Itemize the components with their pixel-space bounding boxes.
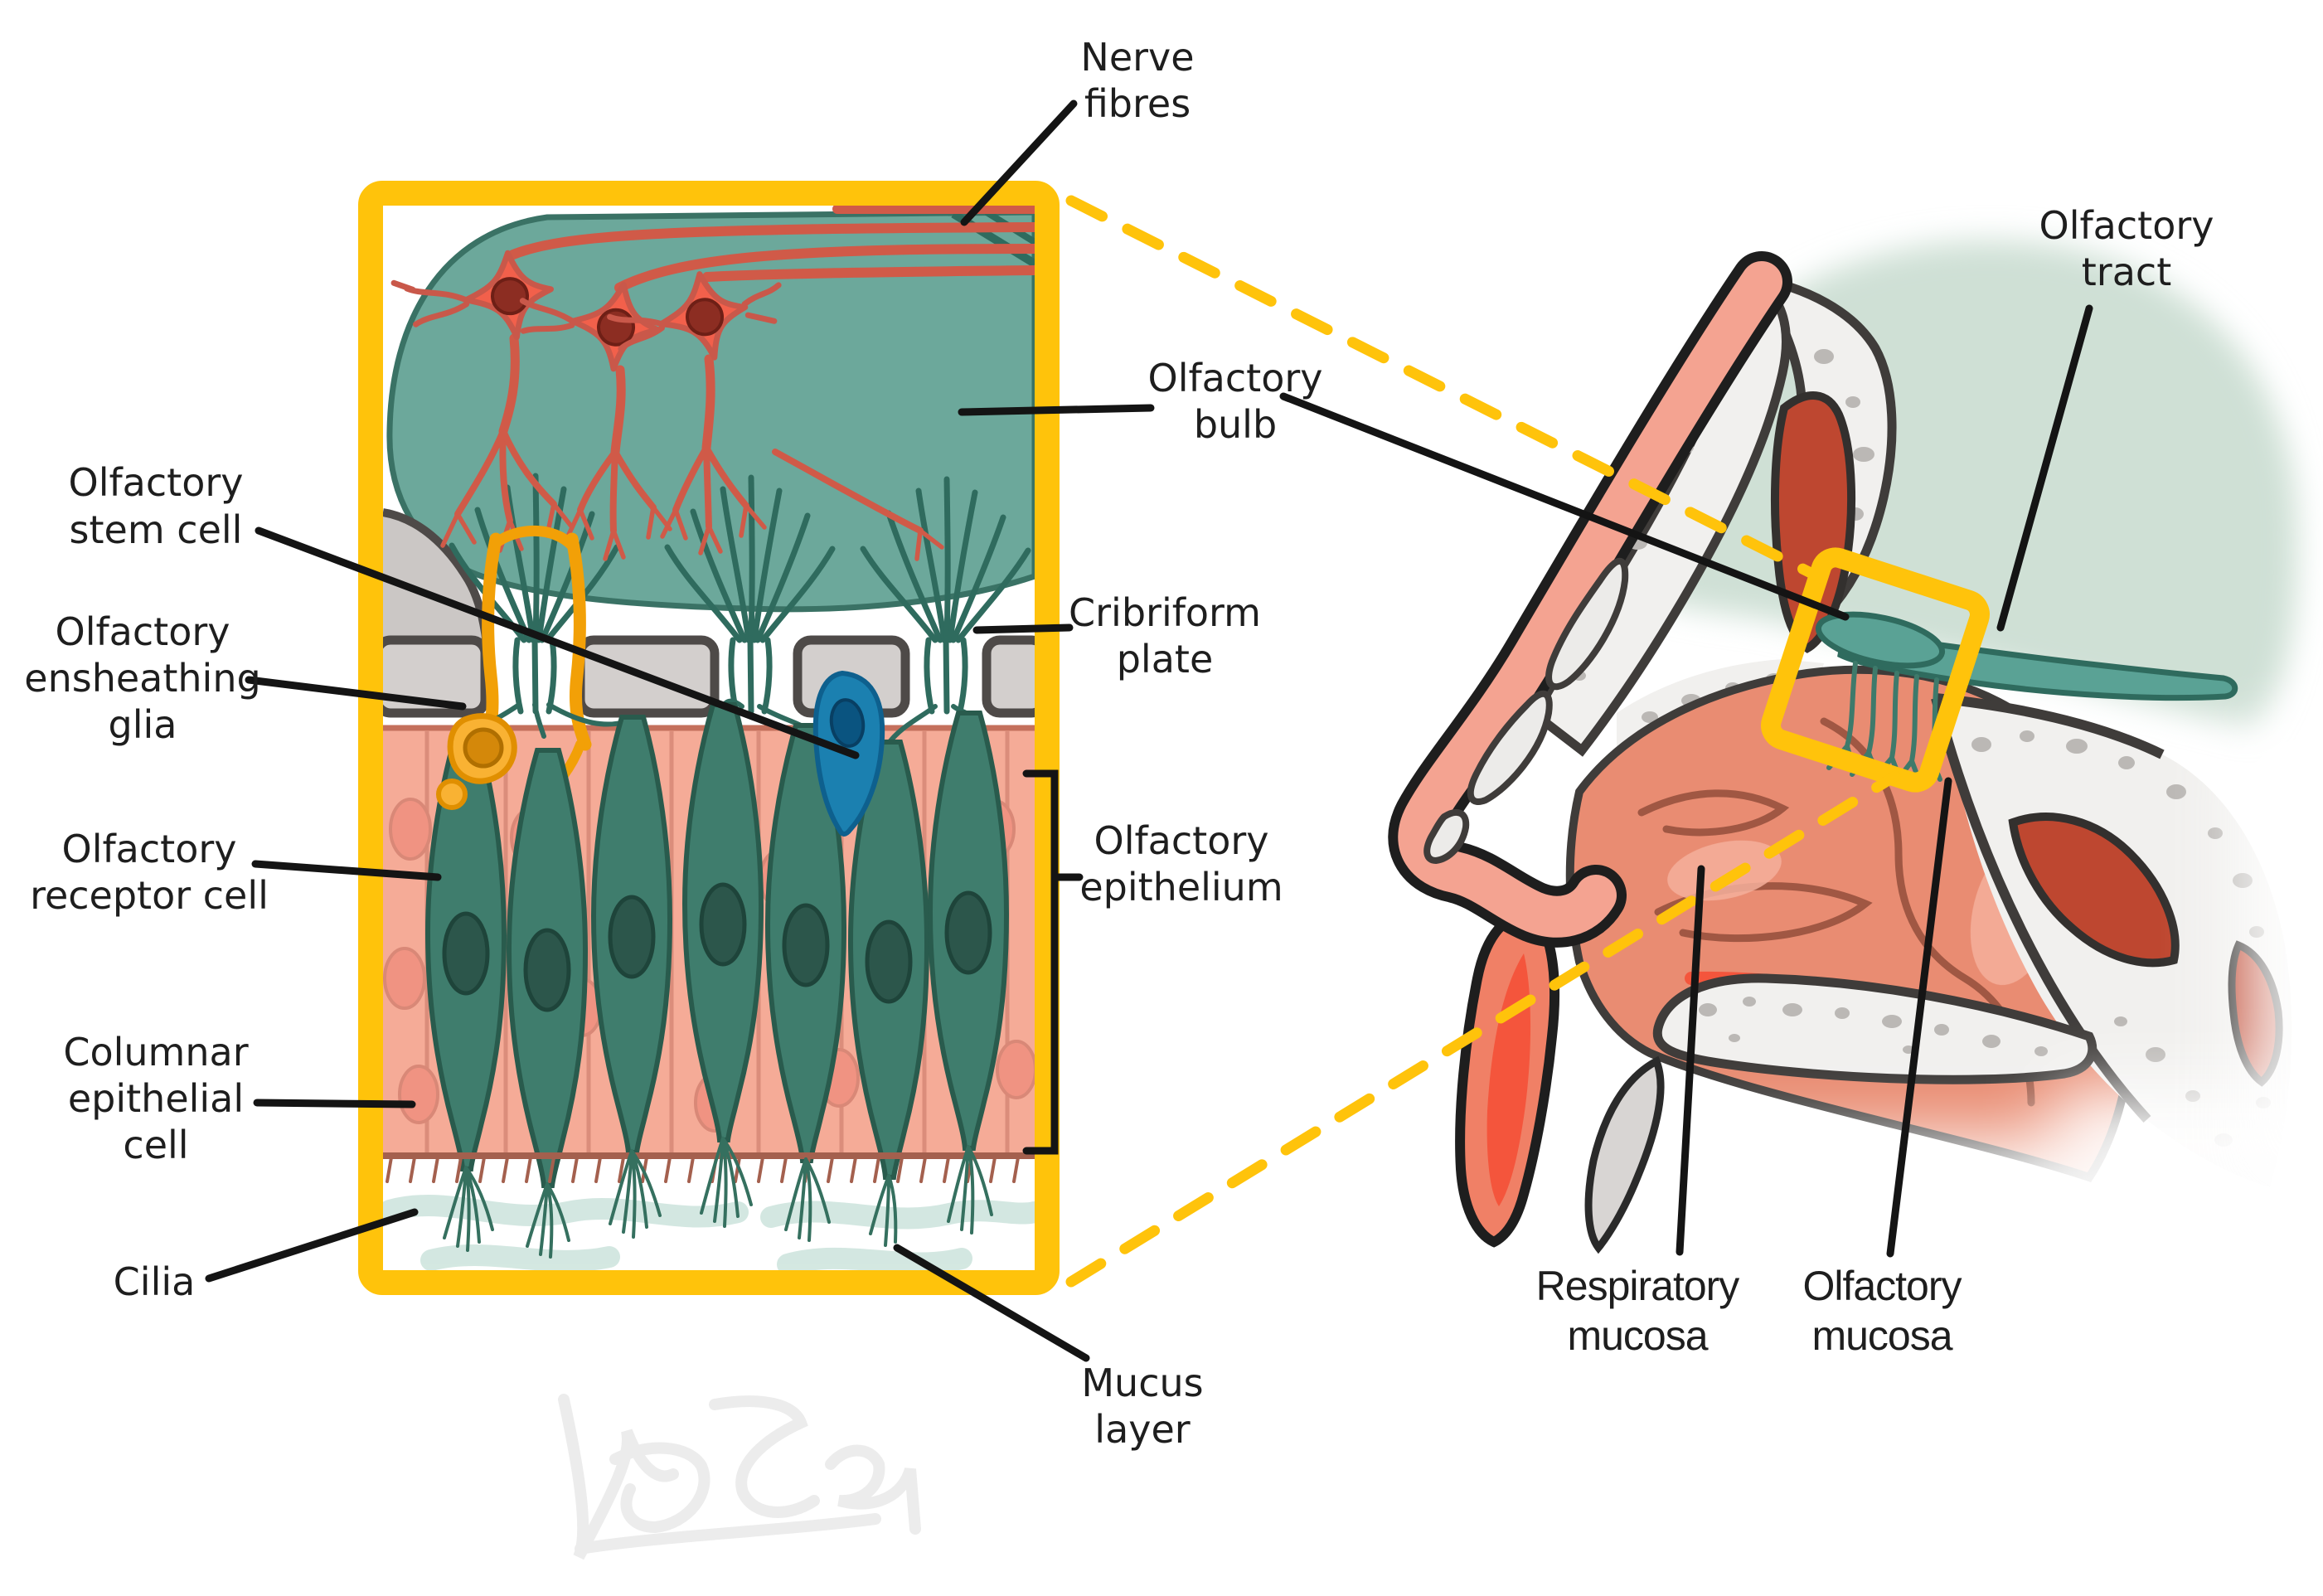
soft-palate-flap xyxy=(1455,906,1560,1248)
ensheathing-glia-cell xyxy=(436,713,517,810)
magnified-region-box xyxy=(1761,547,1990,793)
label-olfactory-tract: Olfactory tract xyxy=(2039,203,2214,294)
label-text: Cribriform xyxy=(1069,590,1261,635)
label-text: layer xyxy=(1094,1407,1190,1452)
label-text: Olfactory xyxy=(56,609,230,654)
label-text: bulb xyxy=(1194,402,1277,447)
soft-fades xyxy=(1559,730,2323,1409)
label-cribriform-plate: Cribriform plate xyxy=(1069,590,1261,682)
cilia-shape xyxy=(443,1137,993,1259)
mitral-neurons xyxy=(390,250,782,372)
pointer-respiratory-mucosa xyxy=(1676,865,1705,1256)
pointer-olfactory-stem-cell xyxy=(255,526,860,759)
pointer-columnar-epithelial-cell xyxy=(253,1099,416,1108)
label-text: Olfactory xyxy=(1148,356,1323,400)
label-olfactory-ensheathing-glia: Olfactory ensheathing glia xyxy=(24,609,260,747)
label-olfactory-stem-cell: Olfactory stem cell xyxy=(69,460,244,552)
label-text: Mucus xyxy=(1081,1361,1203,1405)
label-text: glia xyxy=(109,702,177,747)
label-text: fibres xyxy=(1084,81,1191,126)
pointer-cribriform-plate xyxy=(972,623,1074,634)
cartilage-piece xyxy=(1584,1055,1665,1254)
sphenoid-bone xyxy=(1931,693,2292,1187)
pointer-cilia xyxy=(205,1208,419,1283)
label-olfactory-receptor-cell: Olfactory receptor cell xyxy=(30,827,269,918)
label-olfactory-epithelium: Olfactory epithelium xyxy=(1079,818,1283,910)
inset-art xyxy=(383,206,1035,1275)
label-olfactory-bulb: Olfactory bulb xyxy=(1148,356,1323,447)
inset-panel xyxy=(358,181,1060,1295)
label-text: Olfactory xyxy=(1802,1263,1962,1309)
pointer-olfactory-bulb-left xyxy=(958,404,1155,416)
nose-profile xyxy=(1388,251,1792,948)
labels: Nerve fibres Olfactory bulb Cribriform p… xyxy=(24,35,2214,1452)
palate-bone xyxy=(1652,973,2097,1084)
connector-dash-bottom xyxy=(1065,770,1901,1288)
zoom-connector-dashes xyxy=(1065,195,1901,1288)
pointer-ensheathing-glia xyxy=(245,676,467,711)
label-text: Olfactory xyxy=(1094,818,1269,863)
label-text: Cilia xyxy=(114,1259,196,1304)
label-mucus-layer: Mucus layer xyxy=(1081,1361,1203,1452)
label-text: Olfactory xyxy=(2039,203,2214,248)
label-text: mucosa xyxy=(1567,1312,1708,1359)
inset-frame xyxy=(358,181,1060,1295)
label-text: receptor cell xyxy=(30,873,269,918)
nerve-fibres-red xyxy=(508,206,1035,293)
pointer-olfactory-receptor-cell xyxy=(251,860,442,881)
label-cilia: Cilia xyxy=(114,1259,196,1304)
label-text: epithelial xyxy=(68,1076,244,1121)
label-nerve-fibres: Nerve fibres xyxy=(1080,35,1194,126)
sphenoid-sinus xyxy=(2008,813,2180,968)
bracket-olfactory-epithelium xyxy=(1022,769,1084,1155)
pointer-olfactory-tract xyxy=(1996,304,2093,632)
label-text: Olfactory xyxy=(62,827,237,871)
label-olfactory-mucosa: Olfactory mucosa xyxy=(1802,1263,1962,1359)
olfactory-fiber-bundles xyxy=(449,473,1031,643)
pointer-olfactory-bulb-right xyxy=(1279,392,1850,621)
label-text: stem cell xyxy=(70,507,243,552)
pointer-lines xyxy=(205,99,2093,1362)
label-text: cell xyxy=(123,1123,188,1167)
neuron xyxy=(390,250,554,341)
label-text: Nerve xyxy=(1080,35,1194,80)
label-text: mucosa xyxy=(1811,1312,1952,1359)
label-text: Columnar xyxy=(63,1030,248,1075)
label-text: plate xyxy=(1117,637,1214,682)
label-text: ensheathing xyxy=(24,656,260,701)
head-figure xyxy=(1388,240,2323,1409)
label-columnar-epithelial-cell: Columnar epithelial cell xyxy=(63,1030,248,1167)
label-text: Respiratory xyxy=(1536,1263,1740,1309)
label-text: tract xyxy=(2082,250,2171,294)
pointer-olfactory-mucosa xyxy=(1886,777,1952,1258)
epithelium-fringe xyxy=(386,1156,1020,1183)
pointer-nerve-fibres xyxy=(960,99,1078,226)
signature-watermark xyxy=(558,1394,921,1560)
label-text: epithelium xyxy=(1079,865,1283,910)
neuron xyxy=(607,271,782,361)
pointer-mucus-layer xyxy=(893,1244,1090,1362)
mucus-layer-shape xyxy=(383,1195,1035,1275)
connector-dash-top xyxy=(1065,195,1828,585)
label-respiratory-mucosa: Respiratory mucosa xyxy=(1536,1263,1741,1359)
label-text: Olfactory xyxy=(69,460,244,505)
